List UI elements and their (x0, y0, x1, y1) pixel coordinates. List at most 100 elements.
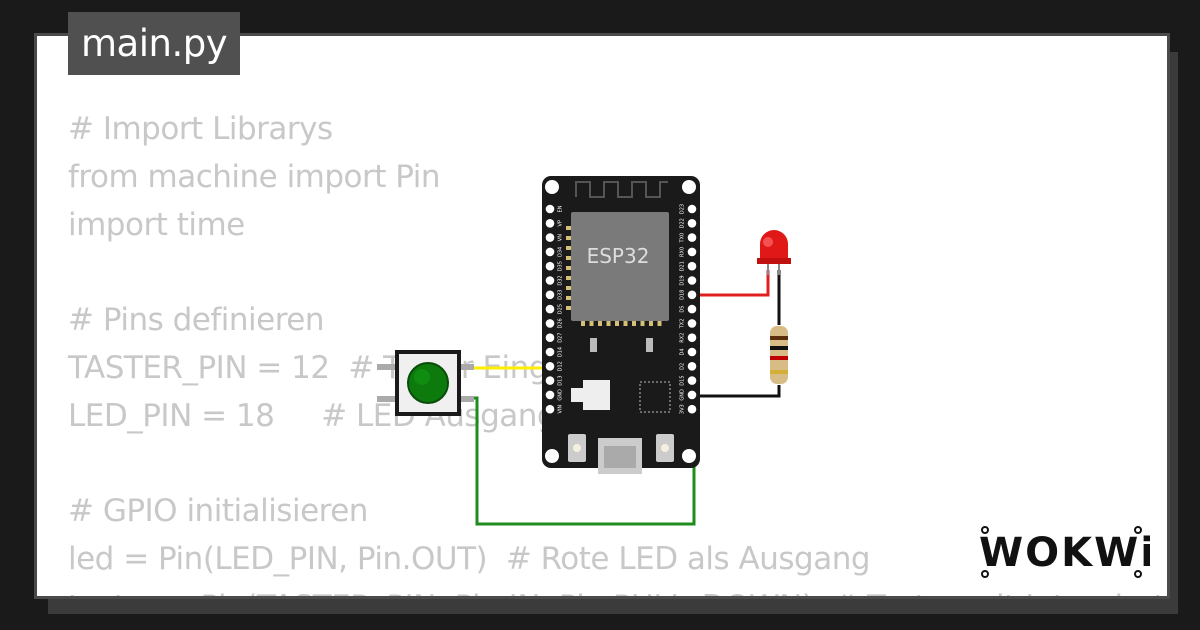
chip-castellation (581, 321, 585, 326)
pin-hole[interactable] (545, 219, 555, 228)
pin-hole[interactable] (687, 247, 697, 257)
pin-hole[interactable] (687, 319, 697, 328)
pin-hole[interactable] (687, 404, 697, 414)
pin-label: RX0 (680, 247, 686, 257)
pin-label: TX2 (680, 319, 686, 330)
chip-castellation (640, 321, 645, 326)
chip-castellation (649, 321, 653, 326)
pin-hole[interactable] (687, 290, 697, 300)
pin-hole[interactable] (687, 204, 697, 214)
pin-hole[interactable] (687, 276, 697, 285)
pin-label: D22 (680, 218, 686, 228)
pin-label: D19 (680, 275, 686, 285)
pin-label: GND (680, 389, 686, 401)
pin-hole[interactable] (687, 261, 697, 271)
chip-castellations-left (566, 226, 571, 310)
pin-label: VP (558, 220, 564, 226)
pin-hole[interactable] (545, 233, 555, 242)
code-line: # GPIO initialisieren (68, 493, 368, 530)
chip-castellation (589, 321, 594, 326)
pin-label: D4 (680, 348, 686, 355)
pin-hole[interactable] (545, 261, 555, 271)
pin-hole[interactable] (545, 333, 555, 343)
usb-chip (639, 381, 671, 413)
pin-hole[interactable] (687, 333, 697, 343)
pin-hole[interactable] (687, 390, 697, 400)
code-line: led = Pin(LED_PIN, Pin.OUT) # Rote LED a… (68, 541, 871, 578)
pin-label: D25 (558, 304, 564, 314)
pin-hole[interactable] (545, 376, 555, 385)
chip-castellation (657, 321, 662, 326)
svg-text:WOKWi: WOKWi (979, 530, 1150, 576)
pin-label: D27 (558, 333, 564, 343)
pin-label: D33 (558, 290, 564, 300)
wokwi-logo[interactable]: WOKWi (975, 522, 1150, 582)
pin-hole[interactable] (687, 362, 697, 371)
pin-hole[interactable] (687, 233, 697, 242)
code-line: taster = Pin(TASTER_PIN, Pin.IN, Pin.PUL… (68, 584, 1167, 596)
pin-label: RX2 (680, 333, 686, 343)
pin-label: D32 (558, 275, 564, 285)
pin-hole[interactable] (545, 404, 555, 414)
pin-label: D34 (558, 247, 564, 257)
chip-castellation (566, 286, 571, 290)
resistor[interactable] (770, 326, 788, 384)
chip-castellation (566, 236, 571, 240)
pin-label: D15 (680, 375, 686, 385)
chip-castellation (566, 226, 571, 230)
code-line: import time (68, 206, 245, 243)
pin-label: GND (558, 389, 564, 401)
code-line: # Import Librarys (68, 111, 333, 147)
code-line: # Pins definieren (68, 302, 325, 339)
pin-hole[interactable] (687, 219, 697, 228)
pin-label: D12 (558, 361, 564, 371)
pin-label: D13 (558, 375, 564, 385)
pin-label: D2 (680, 363, 686, 370)
pin-hole[interactable] (545, 247, 555, 257)
pin-label: D14 (558, 347, 564, 357)
pin-hole[interactable] (545, 290, 555, 300)
pin-label: D21 (680, 261, 686, 271)
chip-castellation (615, 321, 619, 326)
pin-hole[interactable] (545, 319, 555, 328)
pushbutton[interactable] (377, 350, 474, 416)
pin-label: 3V3 (680, 404, 686, 414)
chip-castellation (566, 296, 571, 300)
pin-label: VIN (558, 405, 564, 414)
pin-label: D35 (558, 261, 564, 271)
voltage-regulator (583, 380, 610, 410)
esp32-board[interactable]: ESP32 ENVPVND34D35D32D33D25D26D27D14D12D… (542, 176, 700, 474)
pin-hole[interactable] (545, 276, 555, 285)
pin-hole[interactable] (687, 376, 697, 385)
chip-castellations-bottom (581, 321, 662, 326)
esp32-chip (571, 212, 669, 321)
pin-hole[interactable] (545, 204, 555, 214)
chip-castellation (606, 321, 611, 326)
board-label: ESP32 (587, 244, 650, 268)
pin-header-left: ENVPVND34D35D32D33D25D26D27D14D12D13GNDV… (545, 204, 564, 414)
pin-hole[interactable] (687, 347, 697, 357)
pin-hole[interactable] (545, 347, 555, 357)
pin-hole[interactable] (545, 390, 555, 400)
wire-ground[interactable] (694, 385, 781, 398)
chip-castellation (566, 246, 571, 250)
pin-label: VN (558, 234, 564, 241)
chip-castellation (632, 321, 636, 326)
pin-label: D18 (680, 290, 686, 300)
pin-label: TX0 (680, 233, 686, 244)
pin-label: D5 (680, 306, 686, 313)
code-line: from machine import Pin (68, 158, 441, 195)
pin-label: D26 (558, 318, 564, 328)
pushbutton-cap[interactable] (407, 362, 449, 404)
file-tab-title[interactable]: main.py (68, 12, 241, 75)
pin-label: D23 (680, 204, 686, 214)
pin-hole[interactable] (545, 304, 555, 314)
pin-hole[interactable] (687, 304, 697, 314)
wire-led-anode[interactable] (694, 270, 770, 297)
chip-castellation (623, 321, 628, 326)
chip-castellation (598, 321, 602, 326)
red-led[interactable] (757, 230, 791, 275)
pin-hole[interactable] (545, 362, 555, 371)
